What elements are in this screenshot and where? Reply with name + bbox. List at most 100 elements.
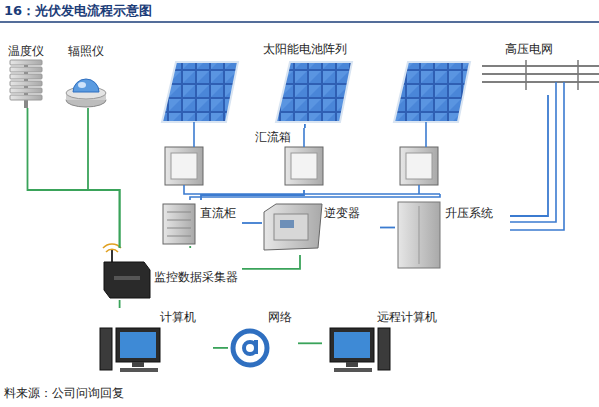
dc-cabinet (167, 228, 191, 229)
device-label: 太阳能电池阵列 (263, 42, 347, 57)
remote-computer (346, 362, 358, 367)
device-label: 计算机 (160, 310, 196, 325)
wire-connector (304, 124, 306, 128)
thermometer-shelter (10, 81, 42, 86)
thermometer-shelter (10, 60, 42, 108)
grid-label: 高压电网 (500, 40, 595, 95)
device-label: 高压电网 (505, 42, 553, 57)
power-grid (482, 65, 599, 67)
remote-computer (330, 328, 390, 372)
figure-title: 16：光伏发电流程示意图 (4, 3, 152, 19)
device-label: 汇流箱 (255, 130, 291, 145)
power-grid (525, 60, 527, 90)
dc-wiring (510, 82, 564, 230)
data-collector (104, 262, 150, 298)
pyranometer (73, 79, 99, 92)
inverter-box (264, 204, 322, 250)
power-grid (482, 81, 599, 83)
thermometer-shelter (10, 60, 42, 65)
device-label: 逆变器 (324, 206, 360, 221)
remote-computer (334, 368, 372, 372)
solar-panel (162, 62, 238, 122)
title-rule (0, 21, 599, 23)
combiner-box (171, 153, 197, 179)
network-icon (233, 331, 267, 365)
remote-computer (378, 328, 390, 370)
computer (100, 328, 112, 370)
pyranometer (66, 79, 106, 107)
source-note: 料来源：公司问询回复 (4, 386, 124, 401)
device-label: 辐照仪 (68, 44, 104, 59)
device-label: 网络 (268, 310, 292, 325)
remote-computer (334, 332, 370, 358)
device-label: 直流柜 (200, 206, 236, 221)
pyranometer (78, 82, 86, 88)
power-grid (482, 60, 599, 90)
inverter-box (264, 204, 322, 250)
data-collector (103, 244, 121, 248)
remote-computer (330, 328, 374, 362)
computer (120, 332, 156, 358)
data-collector (111, 250, 113, 262)
device-label: 监控数据采集器 (154, 270, 238, 285)
transformer-cabinet (398, 202, 440, 268)
wire-connector (298, 342, 322, 344)
dc-cabinet: 直流柜 (160, 200, 242, 246)
computer (120, 368, 158, 372)
data-collector (114, 276, 140, 280)
device-label: 升压系统 (445, 206, 493, 221)
combiner-box (285, 147, 323, 185)
wire-connector (28, 108, 120, 248)
combiner-box (400, 147, 438, 185)
transformer-cabinet (398, 202, 440, 268)
dc-wiring (184, 82, 564, 230)
temperature-sensor: 温度仪 (5, 42, 50, 108)
device-label: 温度仪 (8, 44, 44, 59)
dc-wiring (425, 122, 427, 147)
computer: 计算机 (98, 308, 213, 378)
data-collector: 监控数据采集器 (98, 248, 242, 300)
wire-connector (242, 222, 262, 224)
dc-cabinet (163, 204, 195, 244)
remote-computer: 远程计算机 (322, 308, 442, 378)
power-grid (577, 60, 579, 90)
thermometer-shelter (10, 95, 42, 100)
step-up-system: 升压系统 (395, 198, 510, 270)
wire-connector (380, 227, 395, 229)
inverter: 逆变器 (262, 200, 380, 255)
combiner-box (165, 147, 203, 185)
wire-connector (201, 190, 304, 200)
dc-cabinet (167, 220, 191, 221)
network-icon (254, 340, 258, 354)
wire-connector (189, 246, 191, 248)
thermometer-shelter (10, 88, 42, 93)
dc-wiring (510, 82, 556, 222)
power-grid (482, 73, 599, 75)
solar-panel (394, 62, 470, 122)
thermometer-shelter (10, 74, 42, 79)
wire-connector (242, 255, 300, 269)
dc-cabinet (163, 204, 195, 244)
transformer-cabinet (419, 206, 420, 264)
dc-wiring (184, 185, 440, 194)
dc-cabinet (167, 212, 191, 213)
computer (132, 362, 144, 367)
network-icon (233, 331, 267, 365)
irradiance-sensor: 辐照仪 (63, 42, 113, 108)
inverter-box (274, 214, 308, 240)
wire-connector (510, 95, 548, 216)
data-collector (103, 244, 150, 298)
computer (100, 328, 160, 372)
wire-connector (213, 347, 228, 349)
combiner-box (291, 153, 317, 179)
dc-wiring (193, 122, 195, 147)
device-label: 远程计算机 (377, 310, 437, 325)
inverter-box (280, 220, 294, 228)
network: 网络 (228, 308, 298, 370)
combiner-box: 汇流箱 (250, 128, 330, 190)
solar-panel (162, 62, 470, 122)
thermometer-shelter (10, 67, 42, 72)
combiner-box (406, 153, 432, 179)
